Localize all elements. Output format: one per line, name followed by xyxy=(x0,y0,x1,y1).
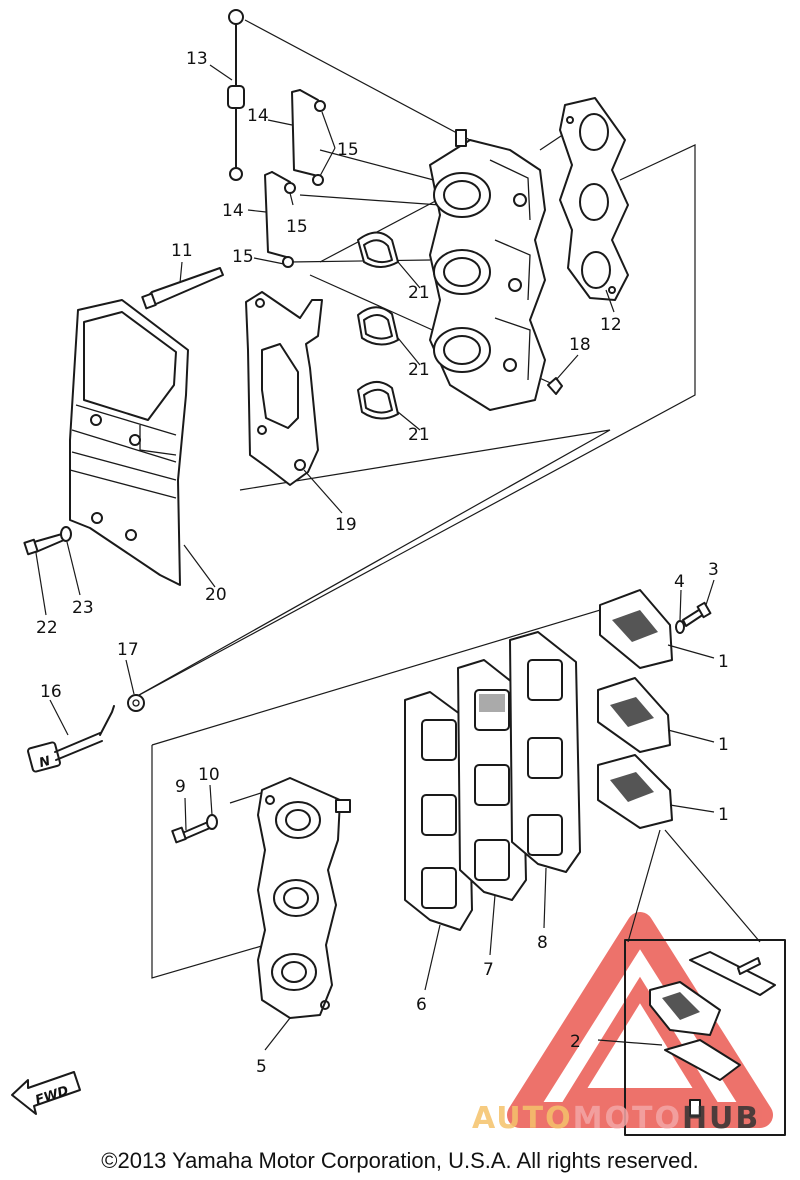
callout-19: 19 xyxy=(335,515,357,535)
seal-ring-middle xyxy=(357,306,399,346)
grommet xyxy=(127,694,145,712)
manifold-washer xyxy=(206,814,218,830)
callout-labels: 13 14 15 14 15 15 11 21 12 18 21 21 19 2… xyxy=(36,49,729,1077)
callout-leaders xyxy=(35,64,715,1051)
callout-12: 12 xyxy=(600,315,622,335)
callout-21: 21 xyxy=(408,425,430,445)
clip-retainers xyxy=(282,100,326,268)
callout-17: 17 xyxy=(117,640,139,660)
silencer-cover xyxy=(69,299,189,586)
carburetor-gasket-plate xyxy=(245,291,323,486)
long-bolt xyxy=(141,267,224,310)
intake-manifold xyxy=(257,777,351,1019)
callout-22: 22 xyxy=(36,618,58,638)
carburetor-assembly xyxy=(429,129,546,411)
callout-21: 21 xyxy=(408,360,430,380)
watermark-text: AUTOMOTOHUB xyxy=(472,1101,760,1136)
callout-14: 14 xyxy=(222,201,244,221)
manifold-bolt xyxy=(171,821,211,844)
callout-15: 15 xyxy=(232,247,254,267)
callout-7: 7 xyxy=(483,960,494,980)
choke-knob xyxy=(27,705,115,773)
choke-knob-label: N xyxy=(38,754,53,771)
watermark-auto: AUTO xyxy=(472,1101,573,1136)
gasket-7 xyxy=(457,659,527,901)
reed-valve-detail-inset xyxy=(597,829,786,1136)
callout-11: 11 xyxy=(171,241,193,261)
intake-flange-gasket xyxy=(559,97,629,301)
watermark-hub: HUB xyxy=(682,1101,760,1136)
fwd-arrow: FWD xyxy=(11,1071,81,1115)
callout-10: 10 xyxy=(198,765,220,785)
copyright-notice: ©2013 Yamaha Motor Corporation, U.S.A. A… xyxy=(101,1148,699,1173)
seal-ring-lower xyxy=(357,381,399,420)
gasket-8 xyxy=(509,631,581,873)
callout-1: 1 xyxy=(718,652,729,672)
callout-6: 6 xyxy=(416,995,427,1015)
small-clip xyxy=(547,377,563,395)
wire-clip-lower xyxy=(264,171,291,259)
callout-5: 5 xyxy=(256,1057,267,1077)
watermark-logo xyxy=(507,912,773,1128)
reed-screw xyxy=(682,601,712,627)
callout-1: 1 xyxy=(718,805,729,825)
callout-9: 9 xyxy=(175,777,186,797)
callout-3: 3 xyxy=(708,560,719,580)
watermark-moto: MOTO xyxy=(573,1101,682,1136)
callout-13: 13 xyxy=(186,49,208,69)
cover-bolt xyxy=(23,533,65,556)
svg-text:AUTOMOTOHUB: AUTOMOTOHUB xyxy=(472,1101,760,1136)
reed-washer xyxy=(675,620,685,634)
callout-20: 20 xyxy=(205,585,227,605)
callout-2: 2 xyxy=(570,1032,581,1052)
linkage-rod xyxy=(227,9,245,181)
cover-washer xyxy=(60,526,72,542)
reed-valve-middle xyxy=(597,677,671,753)
callout-21: 21 xyxy=(408,283,430,303)
callout-15: 15 xyxy=(337,140,359,160)
gasket-6 xyxy=(404,691,473,931)
callout-14: 14 xyxy=(247,106,269,126)
callout-4: 4 xyxy=(674,572,685,592)
callout-16: 16 xyxy=(40,682,62,702)
reed-valve-upper xyxy=(599,589,673,669)
seal-ring-upper xyxy=(357,231,399,268)
callout-18: 18 xyxy=(569,335,591,355)
assembly-guide-lines xyxy=(129,19,696,979)
wire-clip-upper xyxy=(291,89,319,177)
callout-1: 1 xyxy=(718,735,729,755)
callout-23: 23 xyxy=(72,598,94,618)
callout-8: 8 xyxy=(537,933,548,953)
callout-15: 15 xyxy=(286,217,308,237)
reed-valve-lower xyxy=(597,754,673,829)
